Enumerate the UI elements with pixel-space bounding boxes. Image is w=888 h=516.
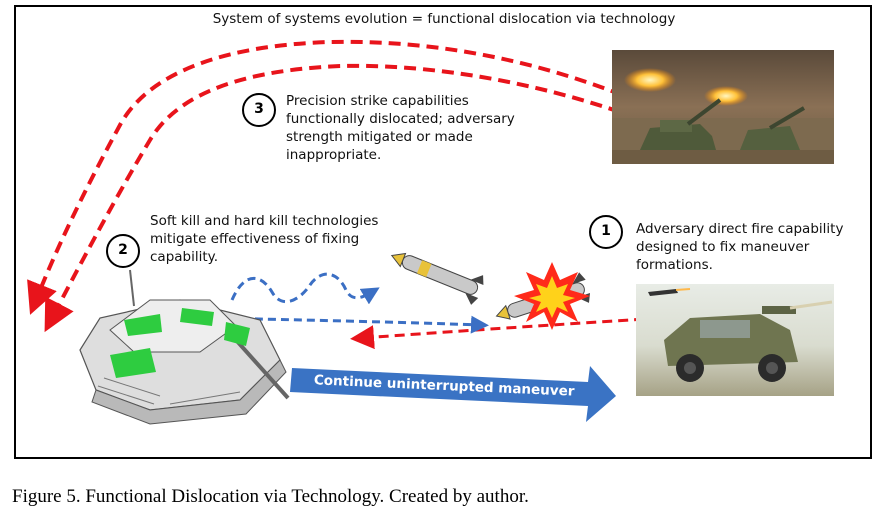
fires-arc-inner bbox=[44, 63, 621, 333]
tank-illustration-icon bbox=[79, 269, 290, 425]
callout-number-1: 1 bbox=[589, 215, 623, 249]
direct-fire-arrow bbox=[350, 316, 661, 350]
soft-kill-wave-arrow bbox=[230, 272, 380, 305]
diagram-title: System of systems evolution = functional… bbox=[212, 11, 676, 27]
figure-caption: Figure 5. Functional Dislocation via Tec… bbox=[12, 486, 529, 507]
armored-vehicle-photo-icon bbox=[636, 284, 834, 396]
artillery-photo-icon bbox=[612, 50, 834, 164]
maneuver-arrow bbox=[290, 366, 616, 422]
callout-text-1: Adversary direct fire capability designe… bbox=[636, 221, 844, 273]
callout-number-2: 2 bbox=[106, 234, 140, 268]
explosion-icon bbox=[514, 262, 590, 330]
callout-text-3: Precision strike capabilities functional… bbox=[286, 93, 515, 163]
callout-text-2: Soft kill and hard kill technologies mit… bbox=[150, 213, 379, 265]
fires-arc-outer bbox=[27, 39, 623, 315]
callout-number-3: 3 bbox=[242, 93, 276, 127]
diagram-frame bbox=[14, 5, 872, 459]
